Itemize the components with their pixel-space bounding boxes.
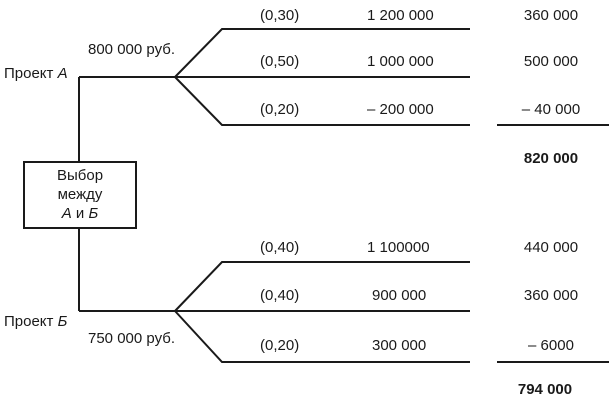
project-b-total: 794 000 [518, 381, 572, 398]
project-a-outcome-3-payoff: – 200 000 [367, 101, 434, 118]
project-a-outcome-2-prob: (0,50) [260, 53, 299, 70]
project-a-label: Проект А [4, 65, 68, 82]
project-a-outcome-2-expected: 500 000 [524, 53, 578, 70]
project-b-outcome-2-payoff: 900 000 [372, 287, 426, 304]
project-a-label-letter: А [57, 65, 68, 82]
project-b-outcome-3-expected: – 6000 [528, 337, 574, 354]
project-b-outcome-3-prob: (0,20) [260, 337, 299, 354]
project-a-outcome-3-line [174, 76, 470, 126]
project-a-total: 820 000 [524, 150, 578, 167]
project-b-outcome-1-expected: 440 000 [524, 239, 578, 256]
decision-box [23, 161, 137, 229]
project-b-outcome-1-prob: (0,40) [260, 239, 299, 256]
decision-box-letter-a: А [61, 205, 72, 222]
project-b-cost: 750 000 руб. [88, 330, 175, 347]
project-b-outcome-1-line [174, 261, 470, 312]
project-a-outcome-2-payoff: 1 000 000 [367, 53, 434, 70]
project-a-outcome-1-line [174, 28, 470, 78]
project-a-cost: 800 000 руб. [88, 41, 175, 58]
decision-box-line-3: А и Б [61, 205, 99, 222]
project-a-outcome-3-prob: (0,20) [260, 101, 299, 118]
project-a-outcome-1-payoff: 1 200 000 [367, 7, 434, 24]
decision-box-line-2: между [58, 186, 103, 203]
project-b-label-letter: Б [58, 313, 68, 330]
project-a-label-prefix: Проект [4, 65, 54, 82]
project-a-outcome-1-expected: 360 000 [524, 7, 578, 24]
project-b-outcome-3-payoff: 300 000 [372, 337, 426, 354]
decision-box-and: и [76, 205, 84, 222]
project-a-outcome-1-prob: (0,30) [260, 7, 299, 24]
decision-box-letter-b: Б [88, 205, 98, 222]
project-b-outcome-3-line [174, 310, 470, 363]
decision-box-line-1: Выбор [57, 167, 103, 184]
project-b-outcome-1-payoff: 1 100000 [367, 239, 430, 256]
project-a-outcome-3-expected: – 40 000 [522, 101, 580, 118]
project-b-outcome-2-prob: (0,40) [260, 287, 299, 304]
project-b-label: Проект Б [4, 313, 68, 330]
project-b-label-prefix: Проект [4, 313, 54, 330]
project-b-outcome-2-expected: 360 000 [524, 287, 578, 304]
